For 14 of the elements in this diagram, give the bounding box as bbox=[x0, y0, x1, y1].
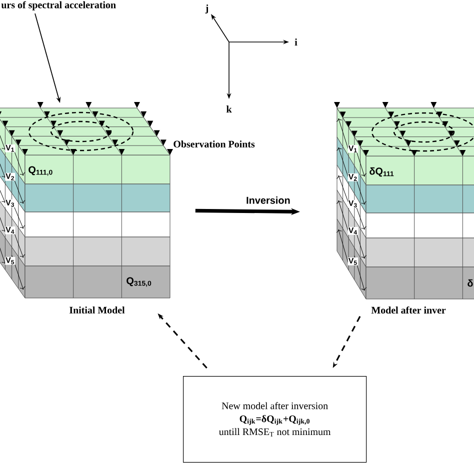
cube-caption: Model after inver bbox=[371, 306, 446, 314]
edge-label: Inversion bbox=[245, 196, 292, 205]
cell-label: Q$_{315,0}$ bbox=[126, 277, 152, 287]
cell-label: δ bbox=[468, 279, 473, 287]
axis-label: k bbox=[226, 106, 232, 112]
cube-drawing bbox=[334, 102, 474, 300]
callout-text: urs of spectral acceleration bbox=[1, 1, 116, 10]
cell-label: δQ$_{111}$ bbox=[370, 167, 394, 177]
axis-label: j bbox=[205, 4, 208, 14]
cell-label: Q$_{111,0}$ bbox=[28, 166, 52, 176]
text-box: New model after inversion Q$_{ijk}$=δQ$_{ijk}$+Q$_{ijk,0}$ untill RMSE$_{T}$ not minimum bbox=[183, 376, 367, 463]
cube-drawing bbox=[0, 102, 173, 298]
axis-label: i bbox=[294, 38, 298, 46]
cube-caption: Initial Model bbox=[70, 306, 125, 314]
